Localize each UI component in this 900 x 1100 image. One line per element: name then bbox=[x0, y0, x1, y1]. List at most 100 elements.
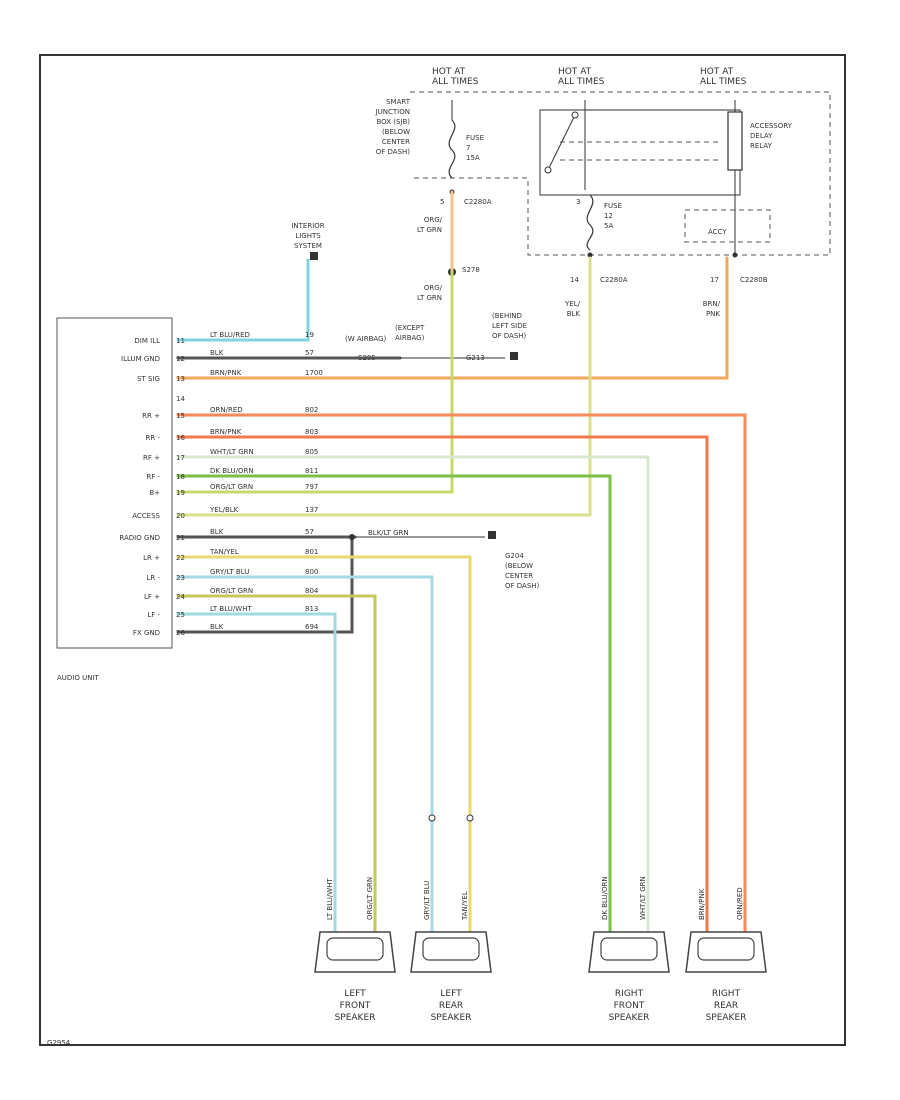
circuit-number: 811 bbox=[305, 467, 318, 475]
pin-number: 22 bbox=[176, 554, 185, 562]
pin-number: 14 bbox=[176, 395, 185, 403]
wire-access bbox=[176, 256, 592, 517]
wire-dim-ill bbox=[176, 258, 310, 342]
circuit-number: 804 bbox=[305, 587, 319, 595]
pin-label: RF - bbox=[146, 473, 160, 481]
pin-3-label: 3 bbox=[576, 198, 580, 206]
pin-number: 23 bbox=[176, 574, 185, 582]
wire-color-label: LT BLU/RED bbox=[210, 331, 250, 339]
wire-color-label: YEL/BLK bbox=[209, 506, 239, 514]
speaker-cone bbox=[697, 937, 755, 961]
speaker-cone bbox=[422, 937, 480, 961]
c2280b-label: C2280B bbox=[740, 276, 768, 284]
wire-b-plus-feed bbox=[176, 270, 454, 494]
wire-color-label: BLK bbox=[210, 623, 224, 631]
speaker-wire-label: LT BLU/WHT bbox=[326, 878, 334, 920]
pin-label: RR - bbox=[146, 434, 161, 442]
pin-label: FX GND bbox=[133, 629, 160, 637]
circuit-number: 813 bbox=[305, 605, 318, 613]
wires bbox=[176, 190, 747, 937]
speaker-wire-label: GRY/LT BLU bbox=[423, 881, 431, 920]
pin-number: 19 bbox=[176, 489, 185, 497]
wire-color-label: BRN/PNK bbox=[210, 369, 242, 377]
wire-yel-blk-label: YEL/BLK bbox=[564, 300, 581, 318]
accy-box bbox=[684, 209, 771, 243]
wire-rr-plus bbox=[176, 413, 747, 937]
pin-label: RADIO GND bbox=[119, 534, 160, 542]
wire-color-label: GRY/LT BLU bbox=[210, 568, 249, 576]
wire-lf-minus bbox=[176, 612, 337, 937]
circuit-number: 694 bbox=[305, 623, 319, 631]
wire-rf-plus bbox=[176, 455, 650, 937]
pin-5-label: 5 bbox=[440, 198, 444, 206]
pin-label: RF + bbox=[143, 454, 160, 462]
junction-box-outline bbox=[410, 91, 831, 256]
wire-color-label: BRN/PNK bbox=[210, 428, 242, 436]
wire-color-label: TAN/YEL bbox=[209, 548, 239, 556]
wire-color-label: WHT/LT GRN bbox=[210, 448, 254, 456]
wire-color-label: DK BLU/ORN bbox=[210, 467, 254, 475]
pin-label: LR + bbox=[143, 554, 160, 562]
wire-lr-plus bbox=[176, 555, 472, 937]
pin-number: 11 bbox=[176, 337, 185, 345]
wire-lf-plus bbox=[176, 594, 377, 937]
wire-org-lt-grn-1-label: ORG/LT GRN bbox=[417, 216, 443, 234]
pin-label: DIM ILL bbox=[134, 337, 160, 345]
relay-coil bbox=[727, 111, 743, 171]
circuit-number: 801 bbox=[305, 548, 318, 556]
wire-color-label: BLK bbox=[210, 528, 224, 536]
pin-14-label: 14 bbox=[570, 276, 579, 284]
pin-label: LF + bbox=[144, 593, 160, 601]
circuit-number: 1700 bbox=[305, 369, 323, 377]
circuit-number: 803 bbox=[305, 428, 318, 436]
speaker-wire-label: WHT/LT GRN bbox=[639, 876, 647, 920]
wire-fx-gnd bbox=[176, 535, 354, 634]
diagram-border bbox=[39, 54, 846, 1046]
c2280a-left-label: C2280A bbox=[464, 198, 492, 206]
pin-label: ST SIG bbox=[137, 375, 160, 383]
pin-number: 24 bbox=[176, 593, 185, 601]
pin-number: 12 bbox=[176, 355, 185, 363]
circuit-number: 800 bbox=[305, 568, 318, 576]
splice-s278-label: S278 bbox=[462, 266, 480, 274]
speaker-wire-label: DK BLU/ORN bbox=[601, 876, 609, 920]
circuit-number: 57 bbox=[305, 528, 314, 536]
speaker-wire-label: ORN/RED bbox=[736, 887, 744, 920]
pin-number: 13 bbox=[176, 375, 185, 383]
circuit-number: 137 bbox=[305, 506, 318, 514]
speaker-wire-label: TAN/YEL bbox=[461, 891, 469, 921]
audio-unit-label: AUDIO UNIT bbox=[57, 674, 100, 682]
circuit-number: 797 bbox=[305, 483, 318, 491]
wire-org-lt-grn-2-label: ORG/LT GRN bbox=[417, 284, 443, 302]
circuit-number: 19 bbox=[305, 331, 314, 339]
pin-number: 15 bbox=[176, 412, 185, 420]
pin-number: 18 bbox=[176, 473, 185, 481]
circuit-number: 805 bbox=[305, 448, 318, 456]
pin-number: 20 bbox=[176, 512, 185, 520]
pin-number: 21 bbox=[176, 534, 185, 542]
pin-17-label: 17 bbox=[710, 276, 719, 284]
pin-label: ACCESS bbox=[132, 512, 160, 520]
wire-st-sig bbox=[176, 256, 729, 380]
accy-label: ACCY bbox=[708, 228, 727, 236]
pin-label: ILLUM GND bbox=[121, 355, 160, 363]
circuit-number: 802 bbox=[305, 406, 318, 414]
